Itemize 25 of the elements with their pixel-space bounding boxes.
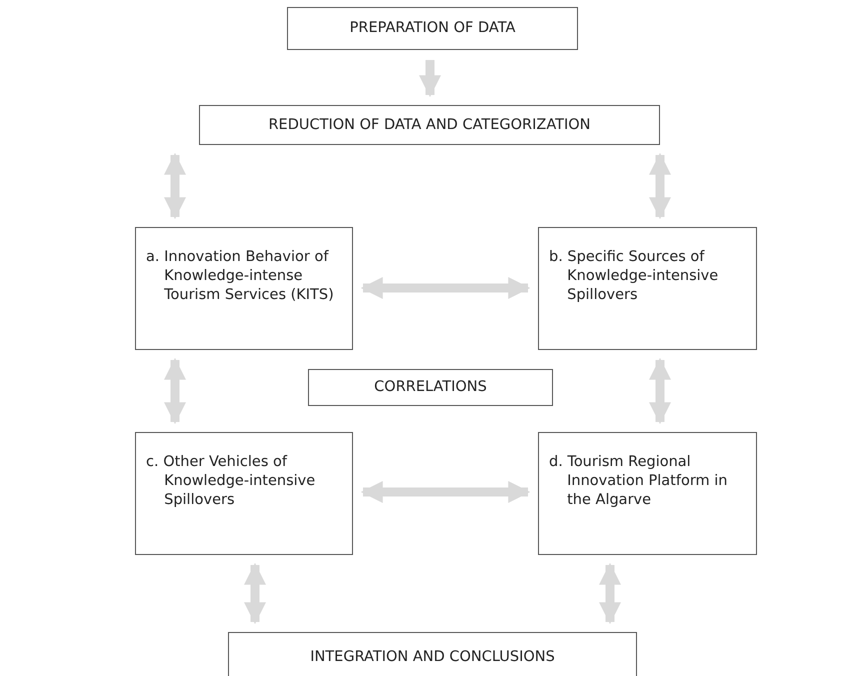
step-label: REDUCTION OF DATA AND CATEGORIZATION <box>268 116 591 134</box>
step-label: CORRELATIONS <box>374 378 487 397</box>
topic-text: a. Innovation Behavior of Knowledge-intense Tourism Services (KITS) <box>146 248 335 305</box>
topic-box <box>538 432 757 555</box>
step-box <box>199 105 660 145</box>
double-arrow <box>649 152 671 220</box>
double-arrow <box>360 277 530 299</box>
double-arrow <box>599 562 621 624</box>
step-label: PREPARATION OF DATA <box>350 19 516 38</box>
double-arrow <box>164 152 186 220</box>
topic-box <box>538 227 757 350</box>
step-label: INTEGRATION AND CONCLUSIONS <box>310 648 555 667</box>
double-arrow <box>649 358 671 424</box>
step-box <box>228 632 637 676</box>
step-box <box>308 369 553 406</box>
topic-box <box>135 227 353 350</box>
double-arrow <box>360 481 530 503</box>
double-arrow <box>419 60 441 98</box>
topic-text: c. Other Vehicles of Knowledge-intensive Spillovers <box>146 453 316 510</box>
step-box <box>287 7 578 50</box>
topic-text: d. Tourism Regional Innovation Platform in the Algarve <box>549 453 728 510</box>
double-arrow <box>244 562 266 624</box>
double-arrow <box>164 358 186 424</box>
topic-text: b. Specific Sources of Knowledge-intensive Spillovers <box>549 248 720 305</box>
topic-box <box>135 432 353 555</box>
